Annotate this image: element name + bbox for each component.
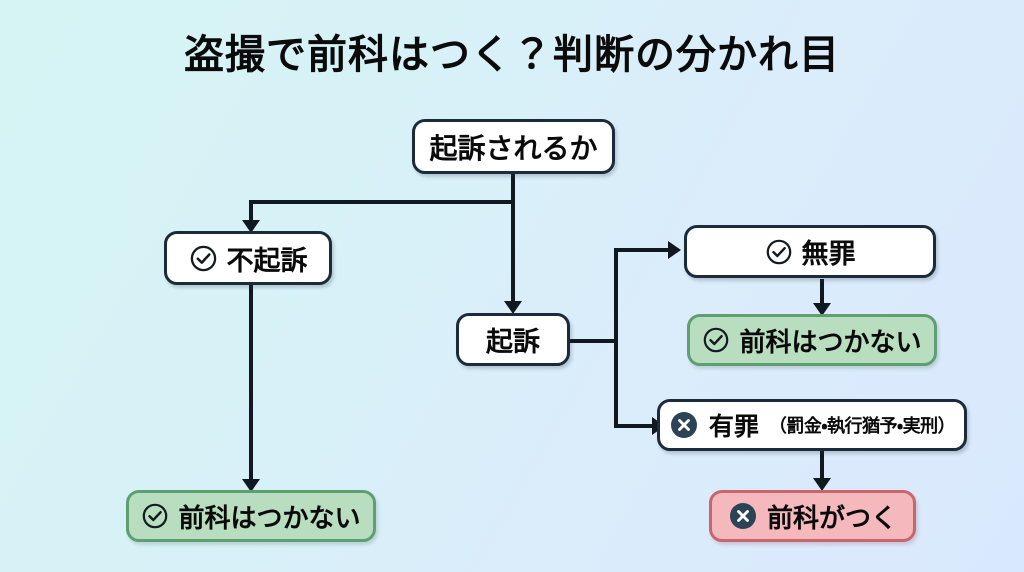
x-circle-icon	[729, 503, 756, 529]
node-label: 起訴されるか	[429, 131, 598, 165]
connector-to-kiso	[511, 200, 515, 305]
arrowhead-to-hikiso	[242, 220, 260, 233]
arrowhead-yuzai-to-result	[813, 478, 831, 491]
arrowhead-muzai-to-result	[813, 303, 831, 316]
connector-root-horizontal	[249, 200, 515, 204]
node-result-has-record[interactable]: 前科がつく	[709, 490, 916, 542]
page-title: 盗撮で前科はつく？判断の分かれ目	[184, 32, 840, 78]
node-yuzai[interactable]: 有罪 （罰金・執行猶予・実刑）	[657, 399, 967, 451]
connector-kiso-trunk	[614, 248, 618, 428]
node-label: 前科はつかない	[739, 327, 922, 358]
node-label: 起訴	[486, 327, 540, 358]
node-sublabel: （罰金・執行猶予・実刑）	[768, 416, 956, 437]
check-circle-icon	[190, 245, 216, 271]
connector-muzai-to-result	[820, 279, 824, 307]
node-muzai[interactable]: 無罪	[684, 225, 936, 278]
arrowhead-to-kiso	[504, 301, 522, 314]
node-label: 不起訴	[226, 245, 308, 277]
node-hikiso[interactable]: 不起訴	[164, 231, 332, 285]
node-result-no-record-left[interactable]: 前科はつかない	[126, 490, 376, 542]
connector-trunk-to-muzai	[614, 248, 672, 252]
check-circle-icon	[766, 239, 791, 264]
node-kiso-sareruka[interactable]: 起訴されるか	[412, 119, 615, 174]
connector-to-hikiso	[249, 200, 253, 224]
arrowhead-hikiso-to-result	[242, 479, 260, 492]
node-kiso[interactable]: 起訴	[456, 313, 570, 366]
connector-root-stem	[511, 172, 515, 204]
arrowhead-to-muzai	[668, 241, 681, 259]
connector-trunk-to-yuzai	[614, 424, 656, 428]
connector-yuzai-to-result	[820, 451, 824, 482]
node-label: 前科はつかない	[178, 503, 361, 534]
node-label: 有罪	[708, 412, 759, 441]
check-circle-icon	[143, 503, 168, 529]
node-label: 前科がつく	[766, 503, 897, 534]
connector-hikiso-to-result	[249, 284, 253, 483]
node-result-no-record-right[interactable]: 前科はつかない	[687, 314, 937, 366]
check-circle-icon	[704, 327, 729, 353]
node-label: 無罪	[801, 239, 856, 270]
x-circle-icon	[670, 412, 697, 438]
connector-kiso-out	[570, 339, 618, 343]
